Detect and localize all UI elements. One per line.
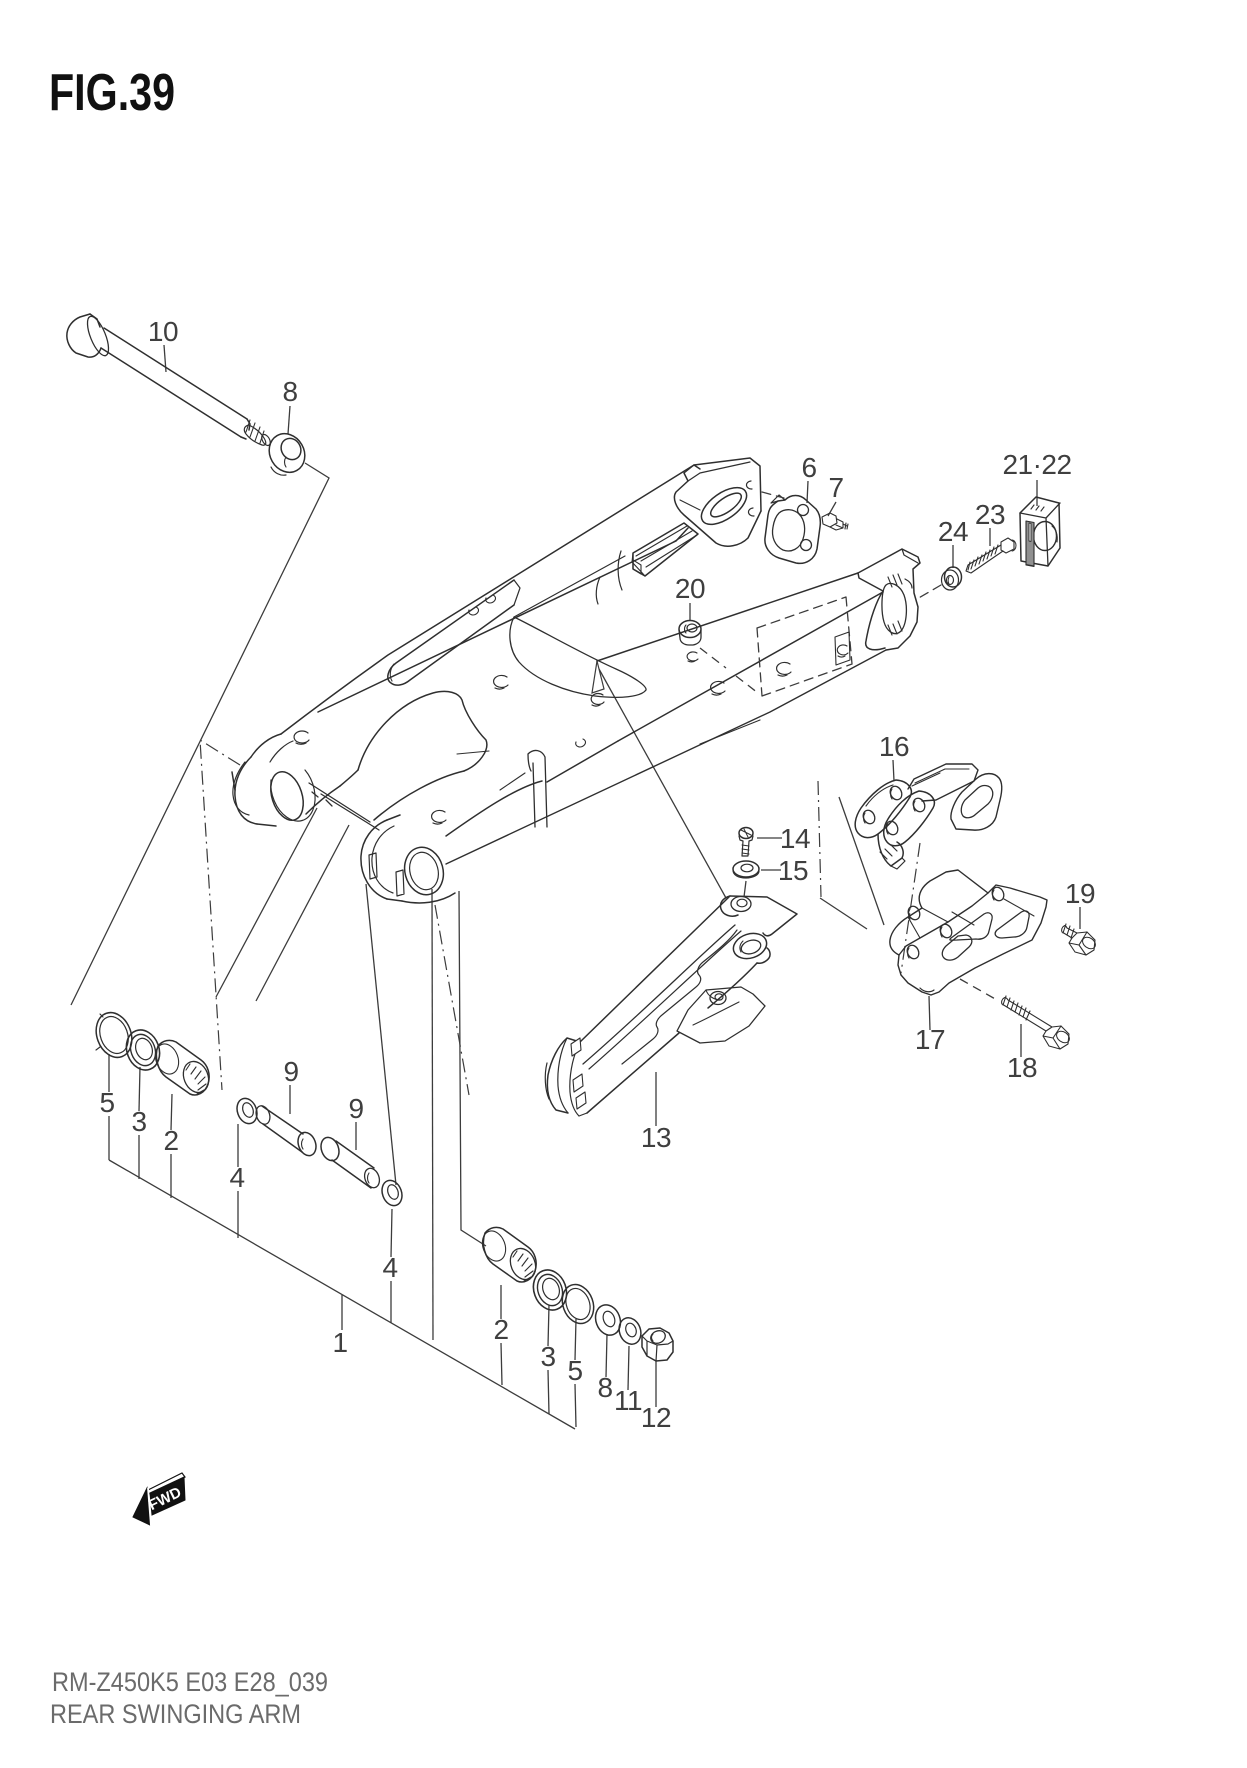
svg-text:14: 14 (780, 823, 810, 854)
svg-text:2: 2 (493, 1314, 508, 1345)
svg-text:20: 20 (675, 573, 705, 604)
svg-text:5: 5 (567, 1355, 582, 1386)
svg-text:RM-Z450K5 E03 E28_039: RM-Z450K5 E03 E28_039 (52, 1667, 328, 1697)
svg-text:9: 9 (283, 1056, 298, 1087)
svg-text:11: 11 (614, 1385, 642, 1416)
svg-text:12: 12 (641, 1402, 671, 1433)
svg-text:23: 23 (975, 499, 1005, 530)
svg-text:9: 9 (348, 1093, 363, 1124)
svg-text:4: 4 (382, 1252, 397, 1283)
svg-text:REAR SWINGING ARM: REAR SWINGING ARM (50, 1699, 301, 1729)
svg-text:10: 10 (148, 316, 178, 347)
svg-text:5: 5 (99, 1087, 114, 1118)
svg-text:18: 18 (1007, 1052, 1037, 1083)
svg-text:19: 19 (1065, 878, 1095, 909)
svg-text:3: 3 (540, 1341, 555, 1372)
svg-text:21·22: 21·22 (1002, 449, 1071, 480)
svg-text:8: 8 (597, 1372, 612, 1403)
svg-text:3: 3 (131, 1106, 146, 1137)
svg-text:13: 13 (641, 1122, 671, 1153)
svg-text:FIG.39: FIG.39 (49, 64, 175, 122)
svg-text:15: 15 (778, 855, 808, 886)
svg-text:1: 1 (332, 1327, 347, 1358)
svg-text:6: 6 (801, 452, 816, 483)
svg-text:16: 16 (879, 731, 909, 762)
svg-text:24: 24 (938, 516, 968, 547)
svg-text:4: 4 (229, 1162, 244, 1193)
svg-text:2: 2 (163, 1125, 178, 1156)
svg-text:7: 7 (828, 472, 843, 503)
svg-text:8: 8 (282, 376, 297, 407)
